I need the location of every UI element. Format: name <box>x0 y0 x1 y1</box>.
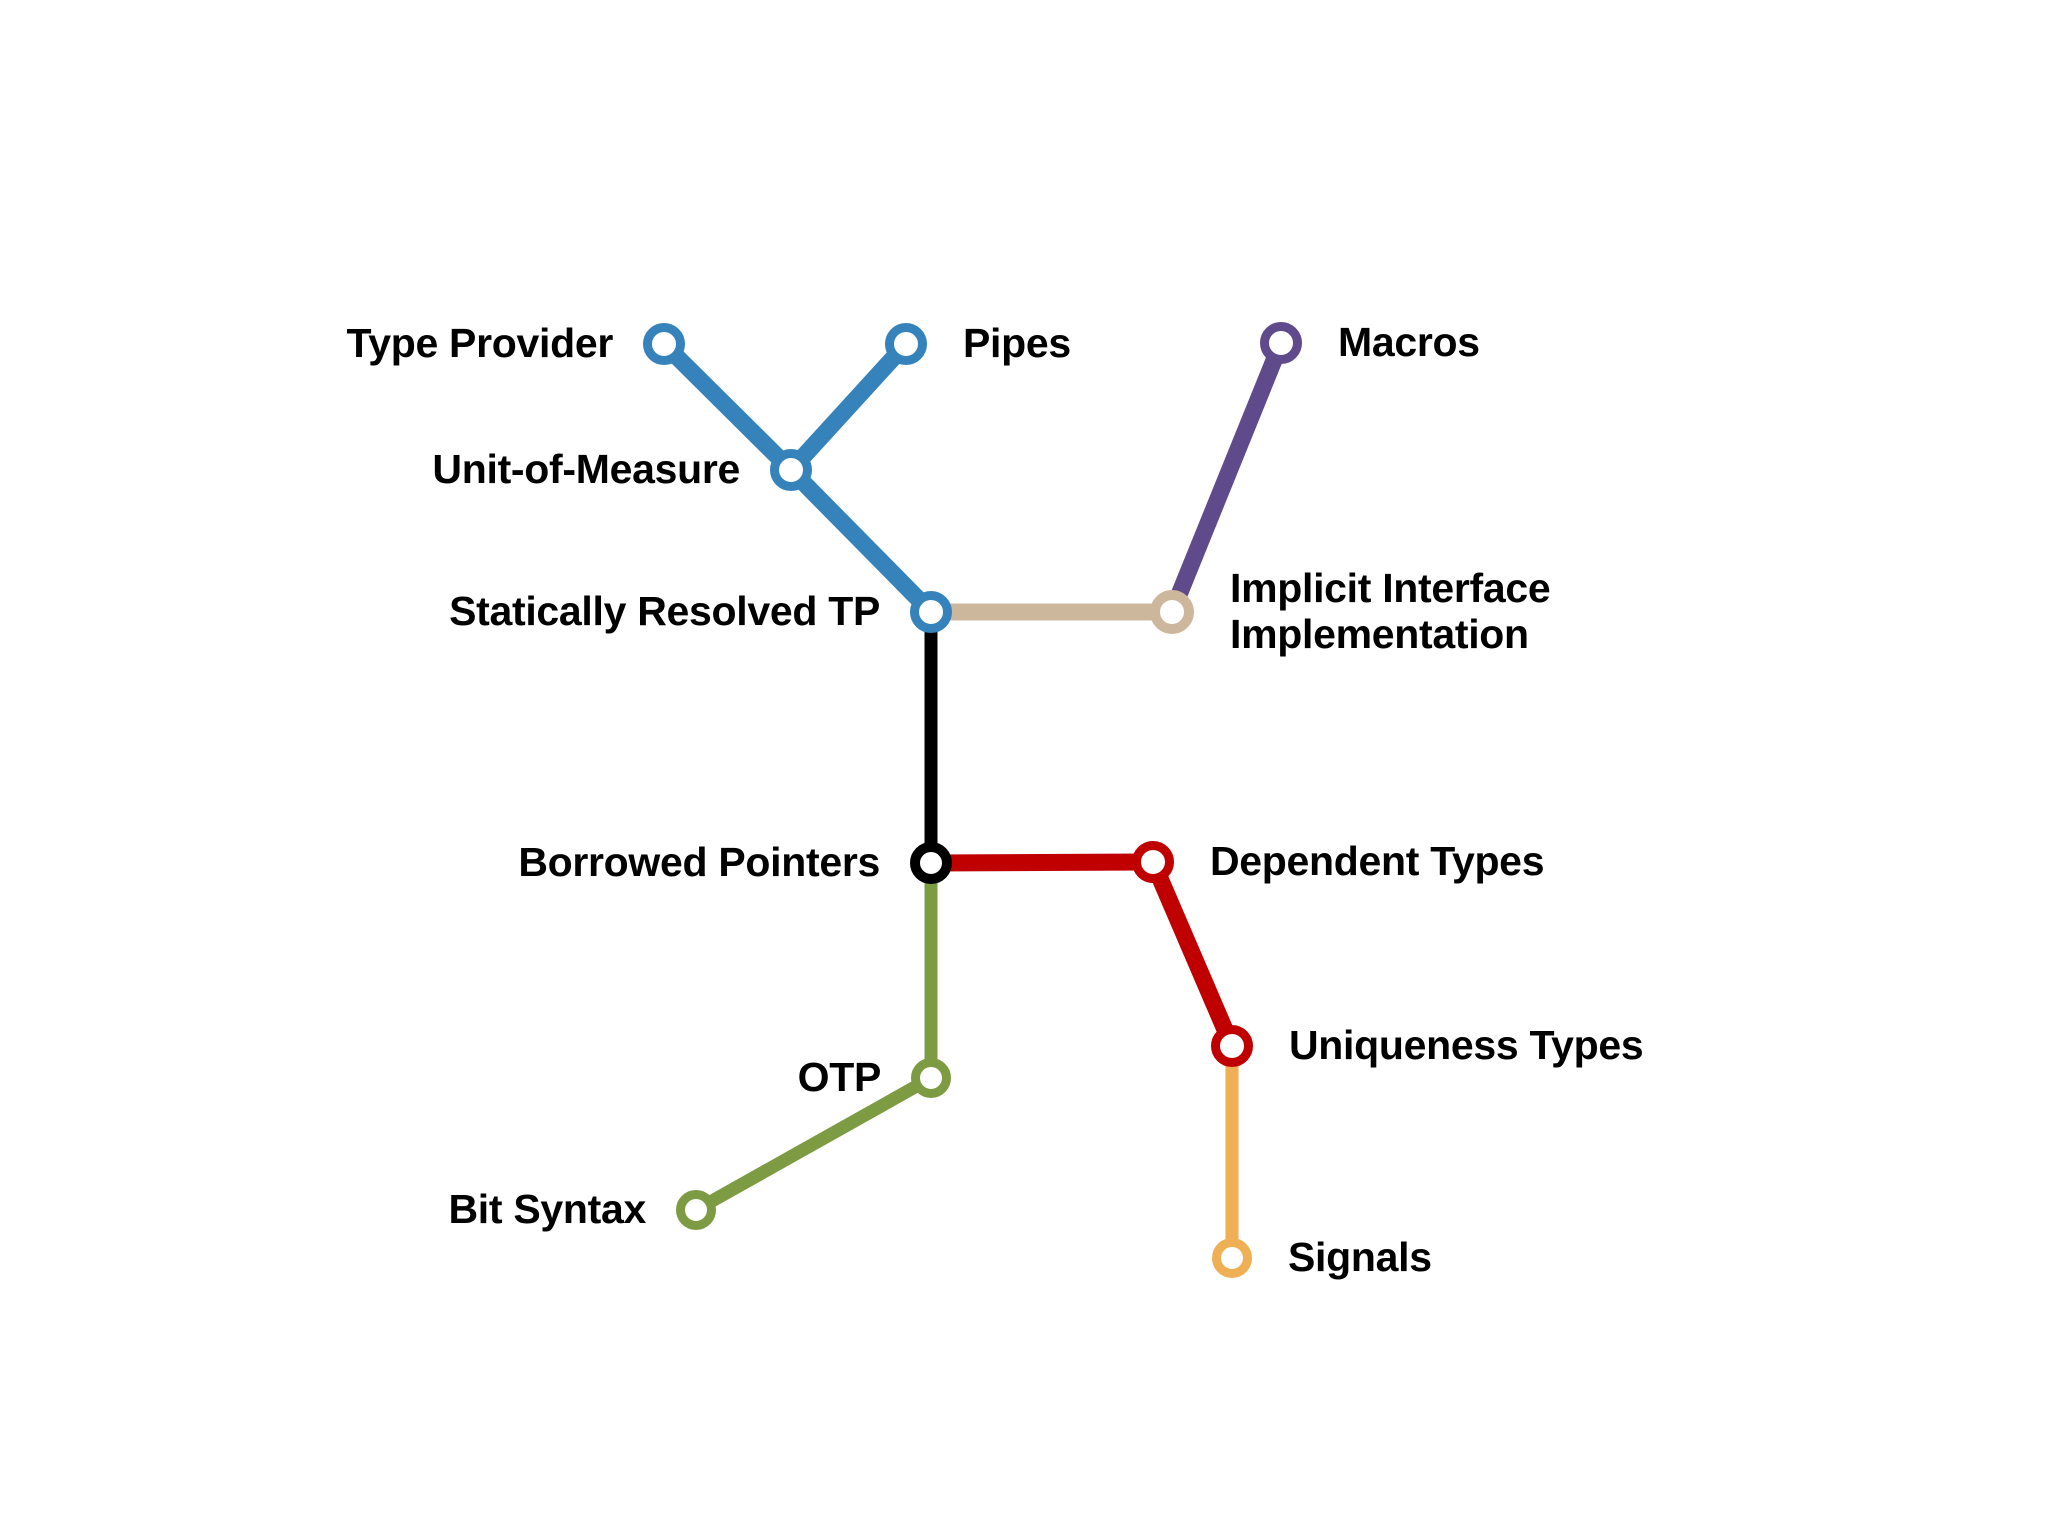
station-marker-otp[interactable] <box>911 1058 951 1098</box>
station-label-unit-of-measure: Unit-of-Measure <box>432 446 740 493</box>
station-label-borrowed-pointers: Borrowed Pointers <box>518 839 880 886</box>
station-marker-statically-resolved-tp[interactable] <box>910 591 952 633</box>
station-marker-borrowed-pointers[interactable] <box>910 842 952 884</box>
station-label-type-provider: Type Provider <box>346 320 614 367</box>
metro-line-purple-line <box>1163 334 1290 621</box>
station-marker-signals[interactable] <box>1212 1238 1252 1278</box>
metro-line-blue-branch <box>782 335 915 479</box>
station-marker-implicit-interface-implementation[interactable] <box>1150 590 1194 634</box>
metro-stations-group <box>643 322 1302 1278</box>
station-label-implicit-interface-implementation: Implicit Interface Implementation <box>1230 565 1551 657</box>
station-marker-unit-of-measure[interactable] <box>770 449 812 491</box>
station-label-pipes: Pipes <box>963 320 1071 367</box>
station-label-macros: Macros <box>1338 319 1480 366</box>
metro-lines-group <box>655 334 1290 1265</box>
station-marker-bit-syntax[interactable] <box>676 1190 716 1230</box>
station-marker-macros[interactable] <box>1260 322 1302 364</box>
station-label-uniqueness-types: Uniqueness Types <box>1289 1022 1644 1069</box>
station-marker-type-provider[interactable] <box>643 323 685 365</box>
station-label-otp: OTP <box>797 1054 882 1101</box>
metro-line-green-line <box>689 856 938 1217</box>
station-marker-uniqueness-types[interactable] <box>1211 1025 1253 1067</box>
station-label-signals: Signals <box>1288 1234 1432 1281</box>
station-label-bit-syntax: Bit Syntax <box>448 1186 647 1233</box>
station-label-dependent-types: Dependent Types <box>1210 838 1545 885</box>
station-marker-dependent-types[interactable] <box>1132 841 1174 883</box>
metro-line-red-line <box>922 853 1241 1055</box>
station-marker-pipes[interactable] <box>885 323 927 365</box>
station-label-statically-resolved-tp: Statically Resolved TP <box>449 588 880 635</box>
